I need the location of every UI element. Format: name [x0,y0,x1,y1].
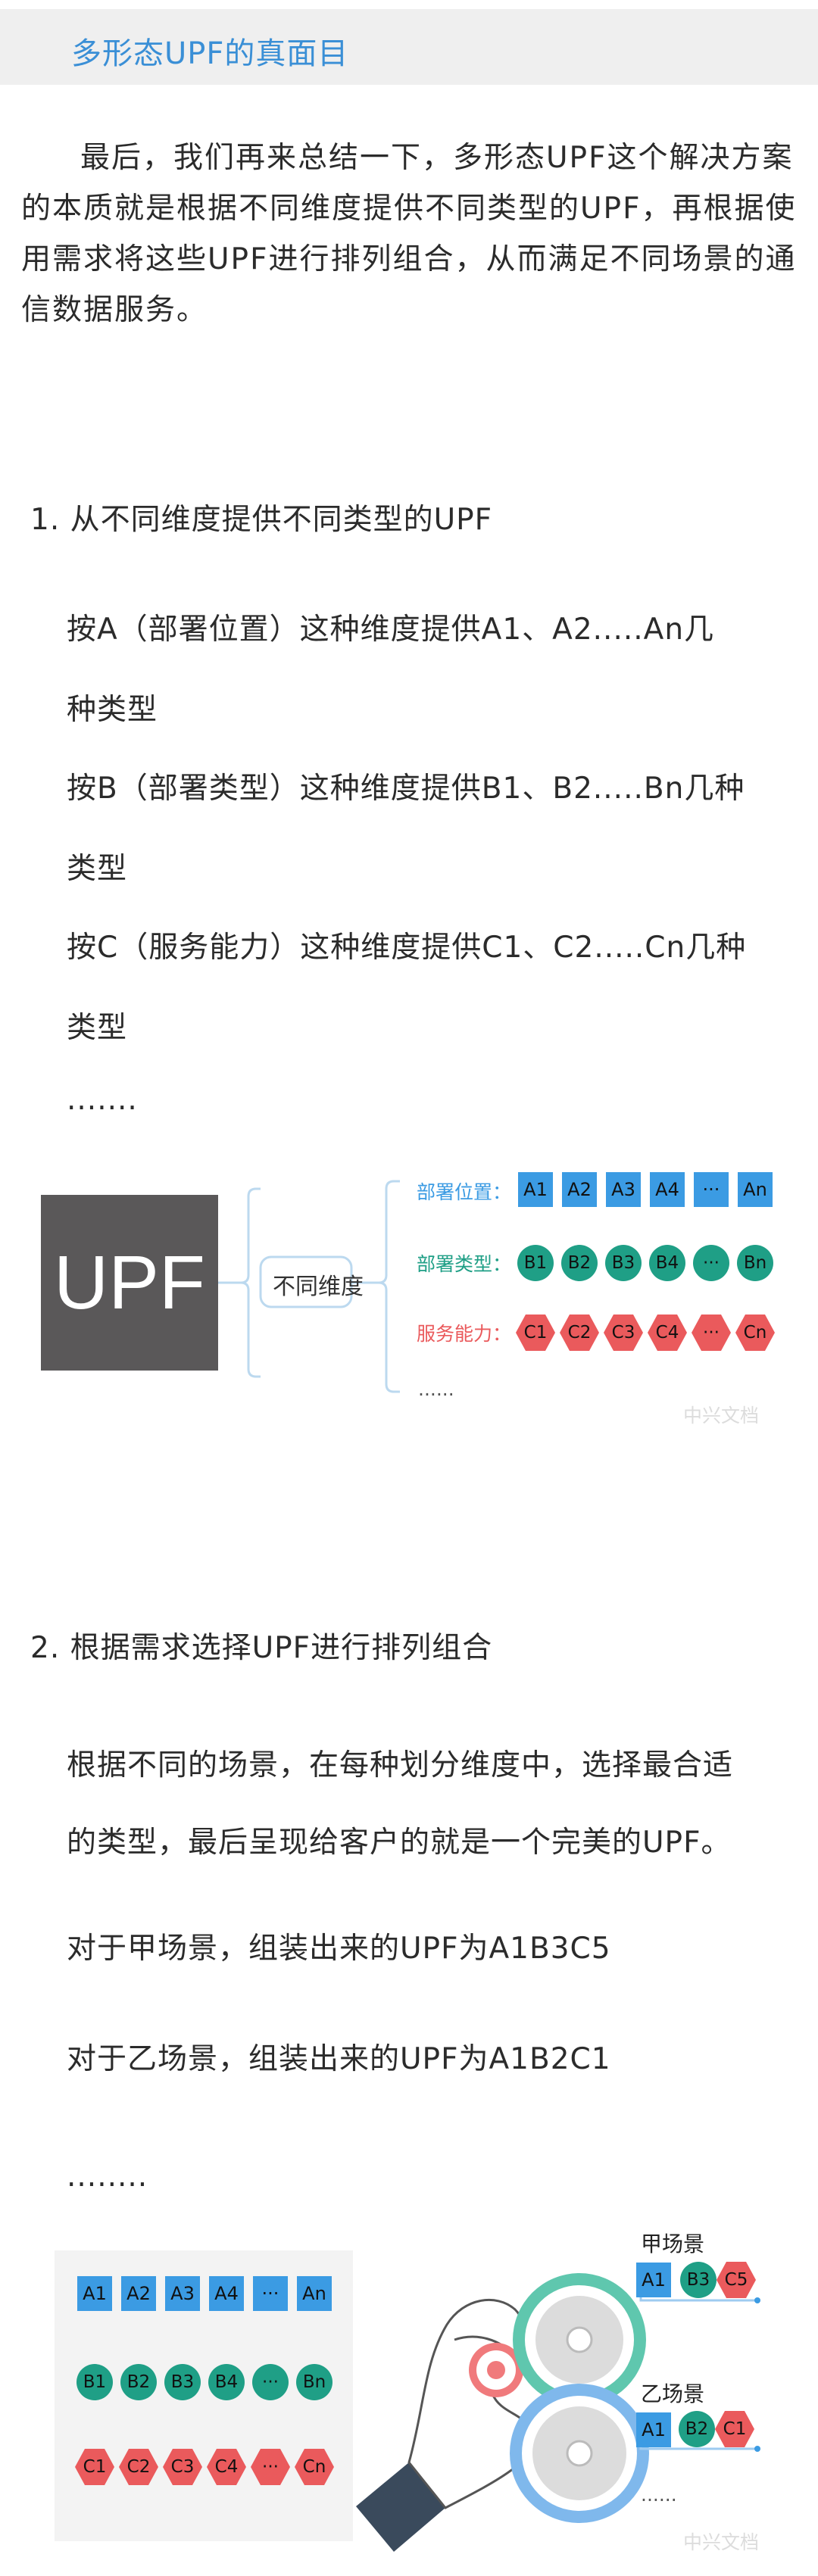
section2-para-line1: 根据不同的场景，在每种划分维度中，选择最合适 [67,1748,734,1782]
section2-ellipsis: ........ [67,2160,148,2194]
cell-a-ellipsis: ··· [694,1172,729,1207]
figure1-more: ...... [418,1378,454,1400]
cell-bn: Bn [737,1245,773,1281]
figure2-more: ...... [641,2484,677,2506]
grid-b4: B4 [208,2364,245,2400]
cell-c4: C4 [648,1315,687,1351]
grid-b-ellipsis: ··· [252,2364,289,2400]
type-grid-panel: A1 A2 A3 A4 ··· An B1 B2 B3 B4 ··· Bn C1… [55,2250,353,2541]
cell-b4: B4 [649,1245,685,1281]
combination-diagram: A1 A2 A3 A4 ··· An B1 B2 B3 B4 ··· Bn C1… [0,2226,818,2559]
cell-c3: C3 [604,1315,643,1351]
scene-a-cell-b3: B3 [680,2262,717,2298]
row-label-capability: 服务能力： [417,1323,512,1345]
cell-a3: A3 [606,1172,641,1207]
cell-a1: A1 [518,1172,553,1207]
grid-a1: A1 [77,2276,112,2311]
section1-ellipsis: ....... [67,1083,138,1117]
row-label-location: 部署位置： [417,1181,512,1203]
scene-b-cell-b2: B2 [679,2411,715,2447]
row-label-type: 部署类型： [417,1253,512,1275]
grid-a3: A3 [165,2276,200,2311]
section2-para-line2: 的类型，最后呈现给客户的就是一个完美的UPF。 [67,1826,732,1860]
intro-paragraph: 最后，我们再来总结一下，多形态UPF这个解决方案的本质就是根据不同维度提供不同类… [21,141,797,327]
cell-a4: A4 [650,1172,685,1207]
grid-bn: Bn [296,2364,333,2400]
grid-a-ellipsis: ··· [253,2276,288,2311]
section2-heading: 2. 根据需求选择UPF进行排列组合 [30,1631,493,1665]
watermark: 中兴文档 [683,1405,760,1427]
section1-item-b-line2: 类型 [67,852,128,886]
watermark-2: 中兴文档 [683,2531,760,2553]
brace-lines [218,1180,400,1393]
section1-item-a-line1: 按A（部署位置）这种维度提供A1、A2.....An几 [67,613,715,647]
dimension-diagram: UPF 不同维度 部署位置： A1 A2 A3 A4 ··· An 部署类型： … [0,1151,818,1439]
cell-a2: A2 [562,1172,597,1207]
section1-heading: 1. 从不同维度提供不同类型的UPF [30,503,493,537]
cell-b3: B3 [605,1245,642,1281]
section-title: 多形态UPF的真面目 [71,36,349,71]
grid-c2: C2 [119,2449,158,2485]
cell-an: An [738,1172,773,1207]
scene-a-cell-c5: C5 [717,2262,756,2298]
section-header: 多形态UPF的真面目 [0,9,818,85]
scene1-text: 对于甲场景，组装出来的UPF为A1B3C5 [67,1932,611,1966]
scene-a-cell-a1: A1 [636,2263,671,2297]
grid-a4: A4 [209,2276,244,2311]
scene-b-cell-a1: A1 [636,2412,671,2447]
section1-item-c-line1: 按C（服务能力）这种维度提供C1、C2.....Cn几种 [67,931,747,965]
section1-item-a-line2: 种类型 [67,693,158,727]
grid-a2: A2 [121,2276,156,2311]
cell-b1: B1 [517,1245,554,1281]
scene-a-label: 甲场景 [641,2231,705,2256]
section1-item-c-line2: 类型 [67,1011,128,1045]
grid-b3: B3 [164,2364,201,2400]
grid-an: An [297,2276,332,2311]
cell-cn: Cn [735,1315,775,1351]
upf-label: UPF [54,1240,205,1325]
cell-b-ellipsis: ··· [693,1245,729,1281]
hand-gears-illustration [356,2273,760,2552]
cell-b2: B2 [561,1245,598,1281]
dimension-label: 不同维度 [273,1274,364,1300]
cell-c-ellipsis: ··· [692,1315,731,1351]
cell-c1: C1 [516,1315,555,1351]
grid-b1: B1 [76,2364,113,2400]
scene-b-cell-c1: C1 [715,2411,754,2447]
grid-b2: B2 [120,2364,157,2400]
scene2-text: 对于乙场景，组装出来的UPF为A1B2C1 [67,2042,611,2076]
section1-item-b-line1: 按B（部署类型）这种维度提供B1、B2.....Bn几种 [67,772,745,806]
scene-b-label: 乙场景 [641,2381,705,2406]
cell-c2: C2 [560,1315,599,1351]
upf-block: UPF [41,1195,218,1371]
